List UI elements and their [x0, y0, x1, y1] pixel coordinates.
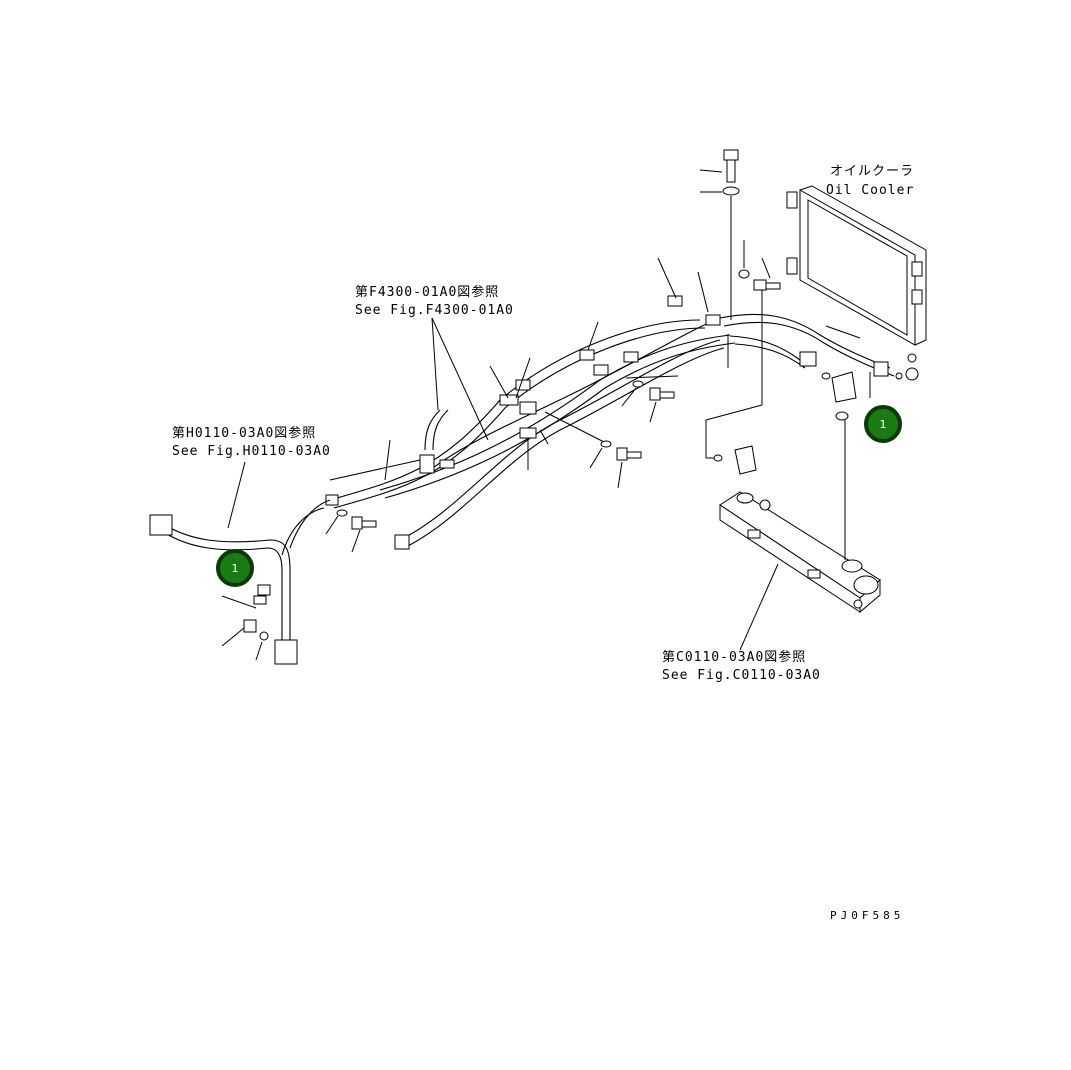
hose-clamps: [325, 295, 889, 550]
ref-f4300-label-jp: 第F4300-01A0図参照: [355, 284, 499, 300]
callout-number: 1: [232, 562, 239, 575]
leader-lines: [221, 257, 871, 661]
lower-tank: [719, 491, 881, 614]
ref-h0110-label-en: See Fig.H0110-03A0: [172, 444, 331, 459]
elbow-fittings: [713, 371, 857, 475]
ref-h0110-label-jp: 第H0110-03A0図参照: [172, 425, 316, 441]
hose-bundle: [329, 313, 895, 549]
oil-cooler-label-en: Oil Cooler: [826, 183, 914, 198]
oil-cooler: [786, 185, 927, 381]
ref-c0110-label-jp: 第C0110-03A0図参照: [662, 649, 806, 665]
oil-cooler-label-jp: オイルクーラ: [830, 164, 914, 179]
ref-c0110-label-en: See Fig.C0110-03A0: [662, 668, 821, 683]
bolt-and-washer-top: [699, 149, 781, 320]
text-labels: オイルクーラ Oil Cooler 第F4300-01A0図参照 See Fig…: [172, 164, 914, 922]
bolts-mid: [336, 380, 675, 530]
left-hose-assembly: [149, 499, 331, 665]
ref-f4300-label-en: See Fig.F4300-01A0: [355, 303, 514, 318]
drawing-code: PJ0F585: [830, 909, 904, 922]
callout-badge-right[interactable]: 1: [864, 405, 902, 443]
callout-badge-left[interactable]: 1: [216, 549, 254, 587]
callout-number: 1: [880, 418, 887, 431]
